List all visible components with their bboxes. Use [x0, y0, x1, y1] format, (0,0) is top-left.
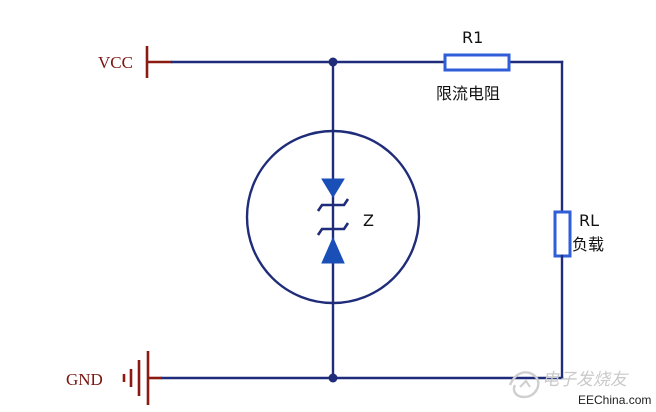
- rl-label: RL: [579, 211, 599, 230]
- zener-label: Z: [363, 211, 374, 230]
- gnd-label: GND: [66, 370, 103, 389]
- r1-label: R1: [462, 28, 483, 47]
- watermark-logo-text: 电子发烧友: [542, 370, 629, 390]
- zener-package-outline: [245, 129, 421, 305]
- vcc-label: VCC: [98, 53, 133, 72]
- rl-resistor: [553, 210, 572, 258]
- r1-resistor: [443, 53, 511, 72]
- top-junction-node: [328, 57, 338, 67]
- watermark-logo-icon: [508, 371, 540, 399]
- watermark: 电子发烧友 EEChina.com: [508, 370, 651, 407]
- zener-lower-diode-icon: [321, 236, 345, 264]
- r1-description: 限流电阻: [436, 84, 500, 103]
- gnd-symbol: [122, 351, 162, 405]
- vcc-symbol: [145, 46, 172, 78]
- zener-lower-cathode-bar: [316, 222, 350, 236]
- zener-upper-diode-icon: [321, 178, 345, 198]
- watermark-site: EEChina.com: [578, 393, 651, 407]
- zener-upper-cathode-bar: [316, 198, 350, 212]
- rl-description: 负载: [572, 235, 604, 254]
